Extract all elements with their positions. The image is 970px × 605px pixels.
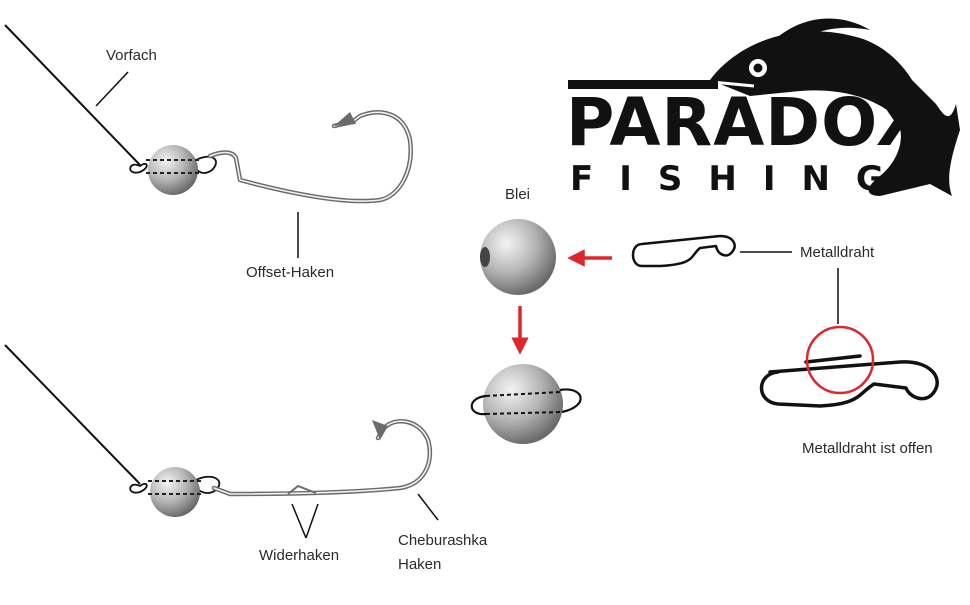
- offset-hook: [207, 110, 413, 204]
- weight-with-wire: [483, 364, 563, 444]
- offset-rig: [4, 24, 413, 258]
- label-offset-haken: Offset-Haken: [246, 264, 335, 281]
- label-widerhaken: Widerhaken: [259, 547, 340, 564]
- vorfach-pointer: [95, 71, 129, 107]
- label-haken: Haken: [398, 556, 442, 573]
- barb: [287, 484, 317, 495]
- loop-bottom-left: [129, 482, 148, 494]
- wire-loop-right: [559, 388, 582, 414]
- cheburashka-rig: [4, 344, 439, 539]
- leader-line-bottom: [4, 344, 141, 485]
- blei-weight: [480, 219, 556, 295]
- metalldraht-open: [759, 354, 939, 408]
- cheburashka-hook: [211, 419, 433, 497]
- loop-top-right: [195, 155, 217, 174]
- wire-dash-1: [485, 391, 561, 397]
- offset-hook-point: [334, 112, 356, 126]
- blei-hole: [480, 247, 490, 267]
- widerhaken-pointer-right: [305, 503, 319, 539]
- widerhaken-pointer-left: [291, 503, 307, 539]
- label-metalldraht: Metalldraht: [800, 244, 875, 261]
- logo-underline-bar: [568, 80, 718, 89]
- leader-line-top: [4, 24, 141, 166]
- label-vorfach: Vorfach: [106, 47, 157, 64]
- logo-sub: FISHING: [570, 159, 910, 199]
- wire-dash-2: [485, 411, 563, 415]
- highlight-circle: [805, 325, 875, 395]
- label-blei: Blei: [505, 186, 531, 203]
- metalldraht-small: [631, 234, 736, 268]
- cheburashka-hook-inner: [213, 420, 431, 495]
- fish-icon: [710, 31, 960, 196]
- fish-pupil: [753, 63, 763, 73]
- cheburashka-hook-point: [372, 420, 388, 440]
- weight-bottom: [150, 467, 200, 517]
- fish-fin: [770, 18, 870, 48]
- label-metalldraht-offen: Metalldraht ist offen: [802, 440, 933, 457]
- blei-assembly: [470, 219, 939, 444]
- paradox-logo: [568, 18, 960, 196]
- loop-top-left: [129, 162, 148, 174]
- offset-hook-inner: [209, 111, 412, 202]
- logo-brand: PARADOX: [566, 84, 928, 161]
- wire-loop-left: [470, 394, 487, 416]
- cheburashka-pointer: [417, 493, 439, 521]
- label-cheburashka: Cheburashka: [398, 532, 488, 549]
- fish-mouth-line: [711, 80, 755, 88]
- weight-top: [148, 145, 198, 195]
